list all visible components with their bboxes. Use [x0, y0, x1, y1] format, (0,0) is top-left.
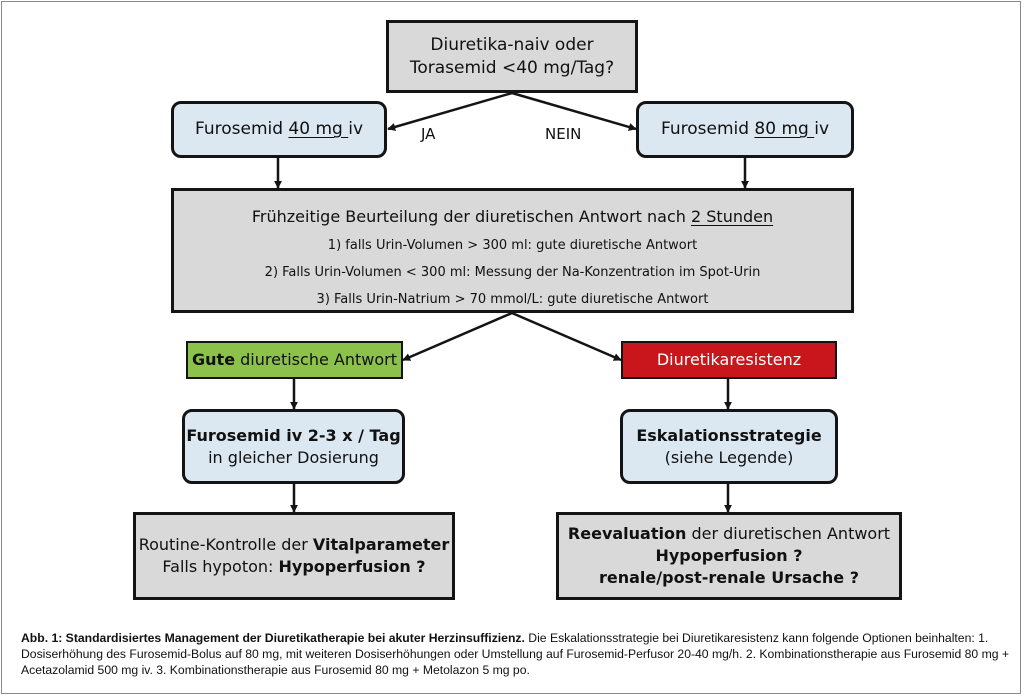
- escalation-line-2: (siehe Legende): [664, 447, 794, 467]
- assessment-item-1: 1) falls Urin-Volumen > 300 ml: gute diu…: [327, 238, 698, 253]
- caption-text: Die Eskalationsstrategie bei Diuretikare…: [21, 631, 1010, 677]
- resistance-box: Diuretikaresistenz: [621, 341, 837, 379]
- resistance-label: Diuretikaresistenz: [656, 350, 802, 369]
- decision-box: Diuretika-naiv oder Torasemid <40 mg/Tag…: [386, 20, 638, 93]
- furosemid-daily-line-2: in gleicher Dosierung: [208, 447, 379, 467]
- caption-title: Abb. 1: Standardisiertes Management der …: [21, 631, 525, 645]
- arrow-top-to-left: [387, 91, 513, 131]
- arrow-assess-to-resist: [511, 311, 622, 362]
- decision-line-2: Torasemid <40 mg/Tag?: [409, 57, 615, 78]
- assessment-title: Frühzeitige Beurteilung der diuretischen…: [251, 207, 774, 226]
- decision-line-1: Diuretika-naiv oder: [430, 34, 594, 55]
- good-response-box: Gute diuretische Antwort: [186, 341, 403, 379]
- furosemid-40-box: Furosemid 40 mg iv: [171, 101, 387, 158]
- escalation-box: Eskalationsstrategie (siehe Legende): [620, 409, 838, 484]
- furosemid-80-label: Furosemid 80 mg iv: [660, 119, 830, 139]
- routine-line-1: Routine-Kontrolle der Vitalparameter: [138, 535, 450, 554]
- arrow-assess-to-good: [402, 311, 513, 362]
- furosemid-daily-box: Furosemid iv 2-3 x / Tag in gleicher Dos…: [182, 409, 405, 484]
- routine-box: Routine-Kontrolle der Vitalparameter Fal…: [133, 512, 455, 600]
- escalation-line-1: Eskalationsstrategie: [636, 425, 822, 445]
- assessment-item-2: 2) Falls Urin-Volumen < 300 ml: Messung …: [264, 265, 761, 280]
- furosemid-daily-line-1: Furosemid iv 2-3 x / Tag: [186, 425, 401, 445]
- yes-label: JA: [421, 125, 436, 143]
- arrow-top-to-right: [511, 91, 637, 131]
- reevaluation-box: Reevaluation der diuretischen Antwort Hy…: [556, 512, 902, 600]
- good-response-label: Gute diuretische Antwort: [192, 350, 397, 369]
- assessment-item-3: 3) Falls Urin-Natrium > 70 mmol/L: gute …: [316, 292, 709, 307]
- reevaluation-line-2: Hypoperfusion ?: [655, 546, 803, 565]
- furosemid-40-label: Furosemid 40 mg iv: [194, 119, 364, 139]
- routine-line-2: Falls hypoton: Hypoperfusion ?: [162, 557, 426, 576]
- figure-caption: Abb. 1: Standardisiertes Management der …: [21, 630, 1011, 678]
- reevaluation-line-3: renale/post-renale Ursache ?: [599, 568, 859, 587]
- no-label: NEIN: [545, 125, 582, 143]
- furosemid-80-box: Furosemid 80 mg iv: [636, 101, 854, 158]
- assessment-box: Frühzeitige Beurteilung der diuretischen…: [171, 188, 854, 313]
- reevaluation-line-1: Reevaluation der diuretischen Antwort: [567, 524, 891, 543]
